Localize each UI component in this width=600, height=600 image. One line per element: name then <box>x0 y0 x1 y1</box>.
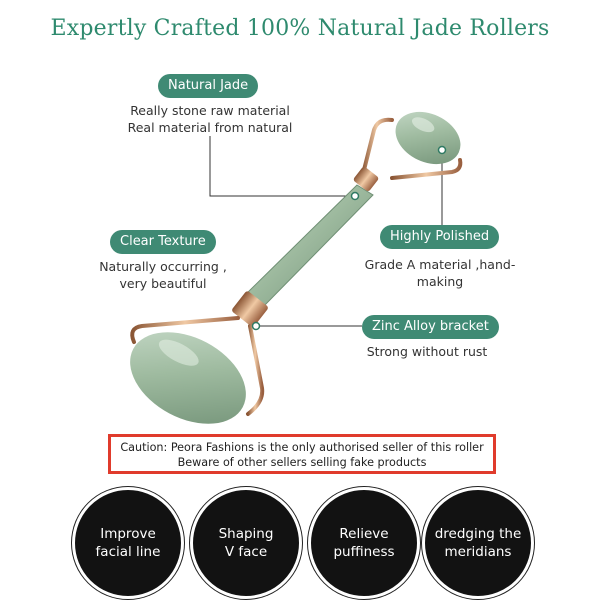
caution-line2: Beware of other sellers selling fake pro… <box>177 456 427 469</box>
handle <box>232 166 379 327</box>
highly-polished-description: Grade A material ,hand-making <box>364 257 516 289</box>
large-roller <box>130 332 246 424</box>
callout-lines <box>209 136 443 327</box>
large-bracket <box>130 316 265 416</box>
benefit-circle-improve: Improve facial line <box>72 487 184 599</box>
callout-dots <box>251 145 447 331</box>
page-title: Expertly Crafted 100% Natural Jade Rolle… <box>50 16 550 41</box>
caution-line1: Caution: Peora Fashions is the only auth… <box>120 441 484 454</box>
zinc-alloy-dot <box>251 321 261 331</box>
clear-texture-description: Naturally occurring , very beautiful <box>88 258 238 292</box>
natural-jade-label: Natural Jade <box>158 74 259 98</box>
benefit-circle-shaping: Shaping V face <box>190 487 302 599</box>
benefit-line1: Improve <box>100 526 156 542</box>
zinc-alloy-description: Strong without rust <box>366 344 488 359</box>
highly-polished-dot <box>437 145 447 155</box>
benefit-line2: facial line <box>95 544 161 560</box>
natural-jade-line2: Real material from natural <box>127 120 293 135</box>
caution-banner: Caution: Peora Fashions is the only auth… <box>108 434 496 474</box>
zinc-alloy-label: Zinc Alloy bracket <box>362 315 499 339</box>
benefit-circle-dredging: dredging the meridians <box>422 487 534 599</box>
benefit-line2: puffiness <box>333 544 395 560</box>
natural-jade-description: Really stone raw material Real material … <box>120 102 300 136</box>
top-bracket <box>360 117 463 180</box>
benefit-line1: dredging the <box>434 526 522 542</box>
benefit-line2: V face <box>224 544 268 560</box>
benefit-circle-relieve: Relieve puffiness <box>308 487 420 599</box>
benefit-line1: Relieve <box>339 526 389 542</box>
clear-texture-label: Clear Texture <box>110 230 216 254</box>
small-roller <box>395 111 461 165</box>
natural-jade-line1: Really stone raw material <box>130 103 290 118</box>
benefit-line1: Shaping <box>218 526 274 542</box>
benefit-line2: meridians <box>444 544 512 560</box>
clear-texture-line1: Naturally occurring , <box>99 259 227 274</box>
clear-texture-line2: very beautiful <box>119 276 207 291</box>
natural-jade-leader <box>209 136 355 197</box>
highly-polished-label: Highly Polished <box>380 225 500 249</box>
natural-jade-dot <box>350 191 360 201</box>
